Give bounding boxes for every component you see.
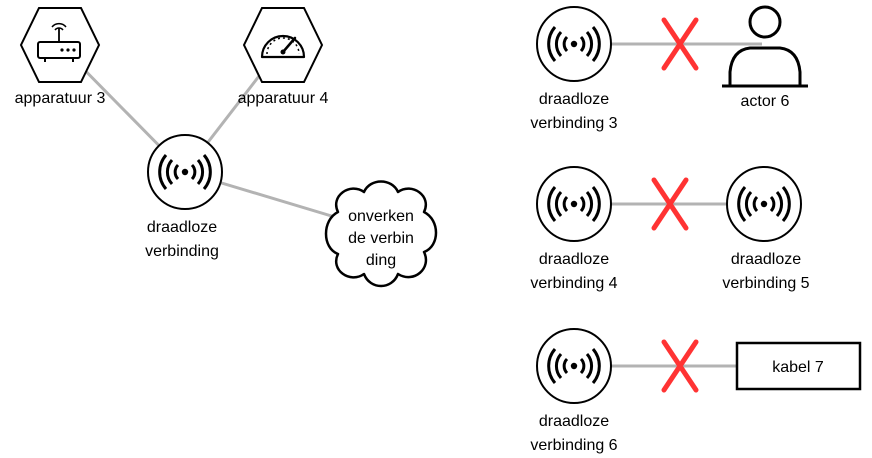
wireless-node[interactable] — [146, 133, 224, 211]
device4-node[interactable] — [242, 7, 324, 83]
wireless3-label-line1: draadloze — [539, 91, 609, 108]
wireless-icon — [535, 5, 613, 83]
wireless5-label-line1: draadloze — [731, 251, 801, 268]
actor-icon — [722, 5, 808, 88]
wireless4-label-line1: draadloze — [539, 251, 609, 268]
cloud-label-line2: de verbin — [348, 230, 414, 247]
wireless-label-line1: draadloze — [147, 219, 217, 236]
wireless-icon — [535, 165, 613, 243]
router-icon — [37, 22, 81, 62]
cloud-label-line1: onverken — [348, 208, 414, 225]
wireless6-node[interactable] — [535, 327, 613, 405]
cable7-node[interactable] — [735, 341, 862, 391]
wireless3-label-line2: verbinding 3 — [530, 115, 617, 132]
actor6-label: actor 6 — [741, 93, 790, 110]
device4-label: apparatuur 4 — [238, 90, 329, 107]
wireless-icon — [535, 327, 613, 405]
wireless-icon — [146, 133, 224, 211]
speedometer-icon — [260, 34, 306, 59]
cable7-box — [735, 341, 862, 391]
wireless5-node[interactable] — [725, 165, 803, 243]
wireless3-node[interactable] — [535, 5, 613, 83]
wireless-label-line2: verbinding — [145, 243, 219, 260]
wireless6-label-line1: draadloze — [539, 413, 609, 430]
wireless6-label-line2: verbinding 6 — [530, 437, 617, 454]
wireless4-node[interactable] — [535, 165, 613, 243]
cable7-label: kabel 7 — [772, 359, 824, 376]
device3-label: apparatuur 3 — [15, 90, 106, 107]
wireless-icon — [725, 165, 803, 243]
device3-node[interactable] — [19, 7, 101, 83]
cloud-node[interactable] — [324, 180, 438, 288]
cloud-label-line3: ding — [366, 252, 396, 269]
wireless5-label-line2: verbinding 5 — [722, 275, 809, 292]
wireless4-label-line2: verbinding 4 — [530, 275, 617, 292]
actor6-node[interactable] — [722, 5, 808, 88]
cloud-icon — [324, 180, 438, 288]
